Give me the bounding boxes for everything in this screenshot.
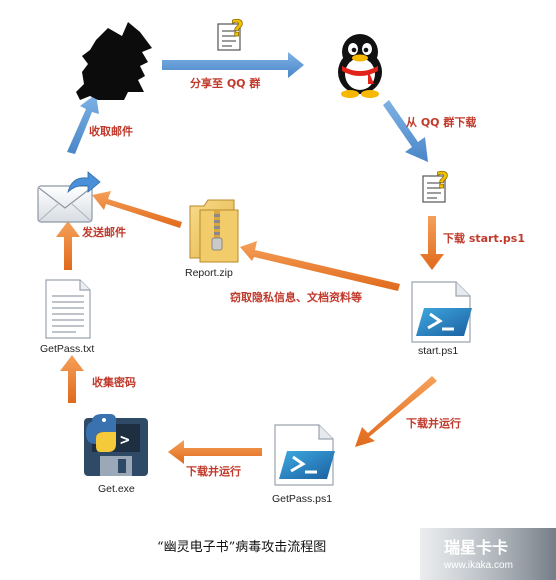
arrow-receive-mail	[67, 94, 99, 154]
arrow-report-to-mail	[92, 191, 182, 228]
arrow-download-run-bottom	[168, 440, 262, 464]
svg-text:?: ?	[231, 17, 244, 42]
getpass-txt-label: GetPass.txt	[40, 343, 94, 355]
hacker-silhouette-icon	[76, 22, 152, 100]
arrow-steal	[240, 241, 400, 291]
label-download-run-bottom: 下载并运行	[186, 464, 241, 478]
label-collect-password: 收集密码	[92, 375, 136, 389]
svg-text:?: ?	[436, 169, 449, 194]
label-download-run-right: 下载并运行	[406, 416, 461, 430]
email-envelope-icon	[37, 171, 101, 223]
arrow-collect-password	[60, 355, 84, 403]
arrow-download-run-right	[355, 376, 437, 447]
arrow-share	[162, 52, 304, 78]
get-exe-label: Get.exe	[98, 483, 135, 495]
label-receive-mail: 收取邮件	[89, 124, 133, 138]
zip-folder-icon	[189, 199, 239, 263]
label-send-mail: 发送邮件	[81, 225, 126, 239]
python-exe-icon: >	[84, 414, 148, 476]
qq-penguin-icon	[338, 34, 382, 98]
powershell-file-icon	[411, 281, 472, 343]
label-download-from-qq: 从 QQ 群下载	[406, 115, 476, 129]
label-steal: 窃取隐私信息、文档资料等	[230, 290, 362, 304]
powershell-file-icon-getpass	[274, 424, 335, 486]
arrow-download-start	[420, 216, 444, 270]
arrow-send-mail	[56, 221, 80, 270]
watermark-brand: 瑞星卡卡	[444, 538, 508, 557]
start-ps1-label: start.ps1	[418, 345, 458, 357]
watermark-url: www.ikaka.com	[443, 560, 513, 571]
text-file-icon	[45, 279, 91, 339]
diagram-caption: “幽灵电子书”病毒攻击流程图	[157, 540, 326, 555]
report-zip-label: Report.zip	[185, 267, 233, 279]
label-download-start: 下载 start.ps1	[443, 231, 525, 245]
watermark-logo: 瑞星卡卡 www.ikaka.com	[420, 528, 556, 580]
label-share: 分享至 QQ 群	[190, 76, 260, 90]
getpass-ps1-label: GetPass.ps1	[272, 493, 332, 505]
svg-text:>: >	[120, 430, 130, 449]
arrow-download-from-qq	[383, 100, 428, 162]
question-document-icon-right: ?	[422, 169, 449, 203]
question-document-icon: ?	[217, 17, 244, 51]
